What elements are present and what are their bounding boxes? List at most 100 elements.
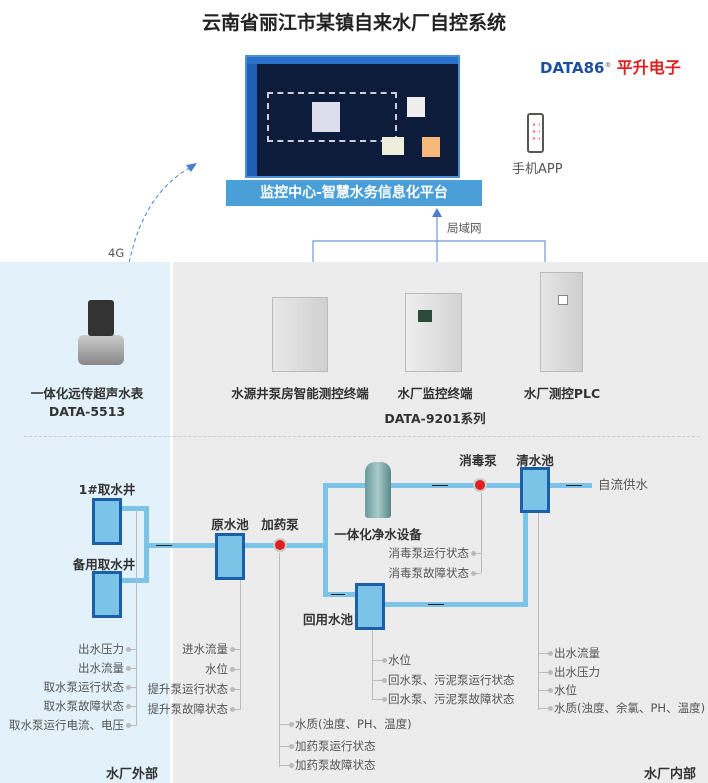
bullet-dot [382,697,387,702]
monitor-point: 出水流量 [554,646,600,660]
raw-pool [215,533,245,580]
well1-label: 1#取水井 [78,482,136,497]
meter-name: 一体化远传超声水表 [30,386,144,401]
flow-arrow [566,485,582,486]
leader-line [136,510,137,726]
lan-link-lines [312,208,546,262]
monitor-point: 出水流量 [78,661,124,675]
monitor-point: 回水泵、污泥泵故障状态 [388,692,515,706]
divider [24,436,700,437]
flow-arrow [156,545,172,546]
leader-line [481,493,482,573]
bullet-dot [548,706,553,711]
leader-tick [230,689,240,690]
disinfect-pump-label: 消毒泵 [459,453,497,468]
terminal-name: 水厂监控终端 [397,386,473,401]
leader-tick [230,709,240,710]
phone-label: 手机APP [512,162,563,177]
leader-tick [126,668,136,669]
monitor-point: 消毒泵运行状态 [388,546,470,560]
monitor-point: 出水压力 [554,665,600,679]
bullet-dot [548,651,553,656]
leader-tick [126,649,136,650]
flow-arrow [432,485,448,486]
terminal-series: DATA-9201系列 [384,411,486,426]
reuse-pool [355,583,385,630]
bullet-dot [382,658,387,663]
clear-pool [520,467,550,513]
reuse-pool-label: 回用水池 [302,612,354,627]
monitor-point: 水位 [205,662,228,676]
leader-line [240,580,241,710]
pipe [385,602,528,607]
leader-tick [126,706,136,707]
clear-pool-label: 清水池 [516,453,554,468]
bullet-dot [289,763,294,768]
page-title: 云南省丽江市某镇自来水厂自控系统 [201,12,506,34]
monitor-point: 加药泵运行状态 [295,739,376,753]
monitor-point: 取水泵故障状态 [43,699,125,713]
leader-tick [372,699,382,700]
flow-arrow [331,594,345,595]
leader-line [279,553,280,767]
monitor-point: 水位 [388,653,411,667]
monitor-point: 出水压力 [78,642,124,656]
leader-tick [279,724,289,725]
well1 [92,498,122,545]
cabinet-image [540,272,583,372]
dashboard-screenshot [245,55,460,178]
pump-icon [473,478,487,492]
outside-zone-label: 水厂外部 [105,767,159,782]
pipe [323,483,328,597]
leader-tick [279,746,289,747]
pipe [122,578,149,583]
monitor-point: 消毒泵故障状态 [388,566,470,580]
monitor-point: 提升泵运行状态 [147,682,229,696]
monitor-point: 取水泵运行电流、电压 [9,718,124,732]
inside-zone-label: 水厂内部 [643,767,697,782]
monitor-point: 回水泵、污泥泵运行状态 [388,673,515,687]
purifier-label: 一体化净水设备 [334,527,422,542]
leader-tick [279,765,289,766]
leader-tick [126,725,136,726]
monitor-point: 水质(浊度、PH、温度) [295,717,412,731]
pipe [122,506,149,511]
platform-label: 监控中心-智慧水务信息化平台 [226,180,482,206]
leader-tick [471,553,481,554]
leader-line [538,513,539,710]
bullet-dot [548,670,553,675]
leader-tick [538,690,548,691]
leader-tick [372,680,382,681]
water-meter-image [78,335,124,365]
bullet-dot [548,688,553,693]
supply-label: 自流供水 [598,477,649,492]
pipe [323,483,523,488]
leader-tick [230,649,240,650]
logo: DATA86® 平升电子 [540,58,681,77]
monitor-point: 加药泵故障状态 [295,758,376,772]
phone-icon [527,113,544,153]
leader-tick [538,708,548,709]
lan-label: 局域网 [447,221,482,235]
bullet-dot [289,744,294,749]
cabinet-image [272,297,328,372]
flow-arrow [428,604,444,605]
cellular-label: 4G [108,246,125,260]
water-meter-head [88,300,114,336]
leader-tick [471,573,481,574]
bullet-dot [382,678,387,683]
leader-tick [230,669,240,670]
well2-label: 备用取水井 [72,557,136,572]
monitor-point: 提升泵故障状态 [147,702,229,716]
pump-icon [273,538,287,552]
monitor-point: 进水流量 [182,642,228,656]
terminal-name: 水厂测控PLC [523,386,601,401]
bullet-dot [289,722,294,727]
dosing-pump-label: 加药泵 [261,517,299,532]
purifier-tank [365,462,391,518]
monitor-point: 水质(浊度、余氯、PH、温度) [554,701,706,715]
well2 [92,571,122,618]
terminal-name: 水源井泵房智能测控终端 [231,386,369,401]
leader-tick [372,660,382,661]
monitor-point: 取水泵运行状态 [43,680,125,694]
